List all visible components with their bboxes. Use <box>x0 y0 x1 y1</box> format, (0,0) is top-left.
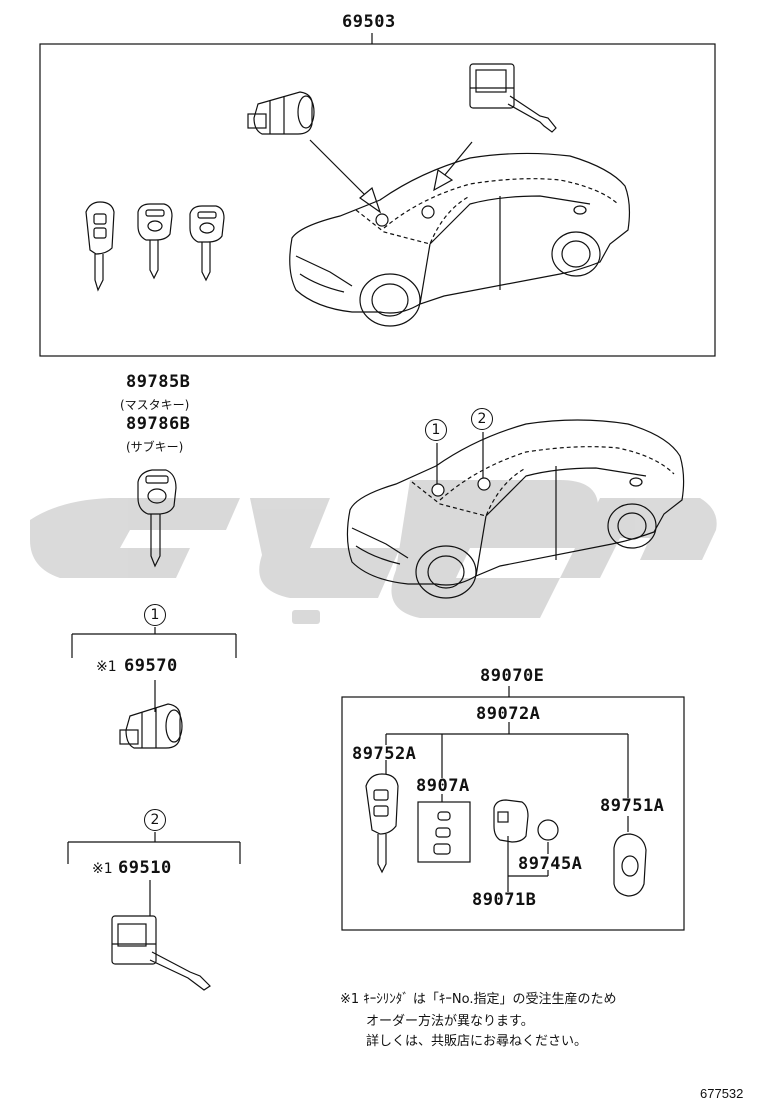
asterisk-mark-1: ※1 <box>96 659 117 675</box>
group2-bracket <box>67 832 241 916</box>
ignition-cylinder-label: 69570 <box>124 656 178 676</box>
transmitter-drawing <box>613 833 647 897</box>
battery-drawing <box>537 819 559 841</box>
kit-key-master-drawing <box>137 203 173 280</box>
callout-2-group: 2 <box>144 809 166 831</box>
key-remote-drawing <box>365 773 399 874</box>
ignition-cylinder-drawing <box>119 703 183 749</box>
housing-drawing <box>493 799 529 843</box>
remote-assy-label: 89072A <box>476 704 541 724</box>
asterisk-mark-2: ※1 <box>92 861 113 877</box>
transmitter-label: 89751A <box>600 796 665 816</box>
sub-key-note: (サブキー) <box>126 440 184 454</box>
remote-set-frame <box>341 696 685 931</box>
plate-drawing <box>417 801 471 863</box>
kit-key-sub-drawing <box>189 205 225 282</box>
master-sub-key-drawing <box>137 469 177 568</box>
key-remote-label: 89752A <box>352 744 417 764</box>
door-cylinder-label: 69510 <box>118 858 172 878</box>
door-cylinder-drawing <box>111 915 211 991</box>
kit-69503-frame <box>39 43 716 357</box>
diagram-code: 677532 <box>700 1086 744 1101</box>
group1-bracket <box>71 627 237 712</box>
kit-ignition-cylinder-drawing <box>247 91 315 135</box>
remote-set-label: 89070E <box>480 666 545 686</box>
master-key-note: (マスタキー) <box>120 398 190 412</box>
kit-69503-label: 69503 <box>342 12 396 32</box>
remote-tree-lines <box>385 722 629 892</box>
sub-key-label: 89786B <box>126 414 191 434</box>
master-key-label: 89785B <box>126 372 191 392</box>
callout-1-car: 1 <box>425 419 447 441</box>
kit-door-cylinder-drawing <box>469 63 557 133</box>
note-line-3: 詳しくは、共販店にお尋ねください。 <box>366 1034 588 1049</box>
housing-label: 89071B <box>472 890 537 910</box>
reference-car-drawing <box>346 419 685 599</box>
kit-arrows <box>309 139 473 214</box>
note-line-2: オーダー方法が異なります。 <box>366 1014 534 1029</box>
battery-label: 89745A <box>518 854 583 874</box>
plate-label: 8907A <box>416 776 470 796</box>
kit-key-remote-drawing <box>85 201 115 292</box>
kit-car-drawing <box>289 152 631 327</box>
callout-1-group: 1 <box>144 604 166 626</box>
note-line-1: ※1 ｷｰｼﾘﾝﾀﾞ は「ｷｰNo.指定」の受注生産のため <box>340 992 617 1007</box>
callout-2-car: 2 <box>471 408 493 430</box>
